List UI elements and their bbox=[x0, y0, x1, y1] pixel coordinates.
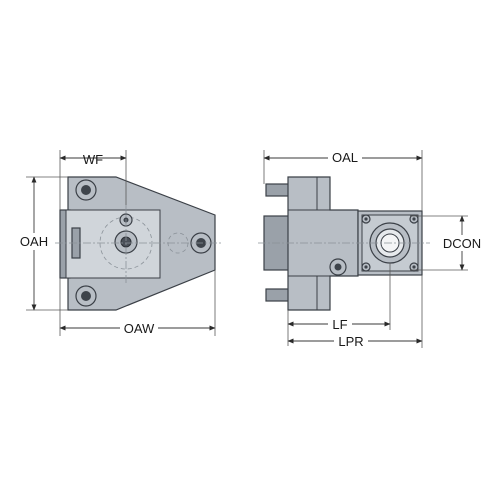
side-view-dimensions: OAL DCON LF LPR bbox=[263, 149, 487, 349]
side-view-pin-bottom bbox=[265, 288, 291, 302]
oah-label: OAH bbox=[20, 234, 48, 249]
front-view-dimensions: WF OAH OAW bbox=[16, 150, 216, 336]
lf-label: LF bbox=[332, 317, 347, 332]
wf-label: WF bbox=[83, 152, 103, 167]
dcon-label: DCON bbox=[443, 236, 481, 251]
oal-label: OAL bbox=[332, 150, 358, 165]
side-view bbox=[258, 176, 430, 311]
side-view-main-block bbox=[287, 176, 359, 311]
lpr-label: LPR bbox=[338, 334, 363, 349]
oaw-label: OAW bbox=[124, 321, 155, 336]
front-view-center-plate bbox=[65, 209, 161, 279]
side-view-pin-top bbox=[265, 183, 291, 197]
front-view bbox=[55, 176, 222, 311]
